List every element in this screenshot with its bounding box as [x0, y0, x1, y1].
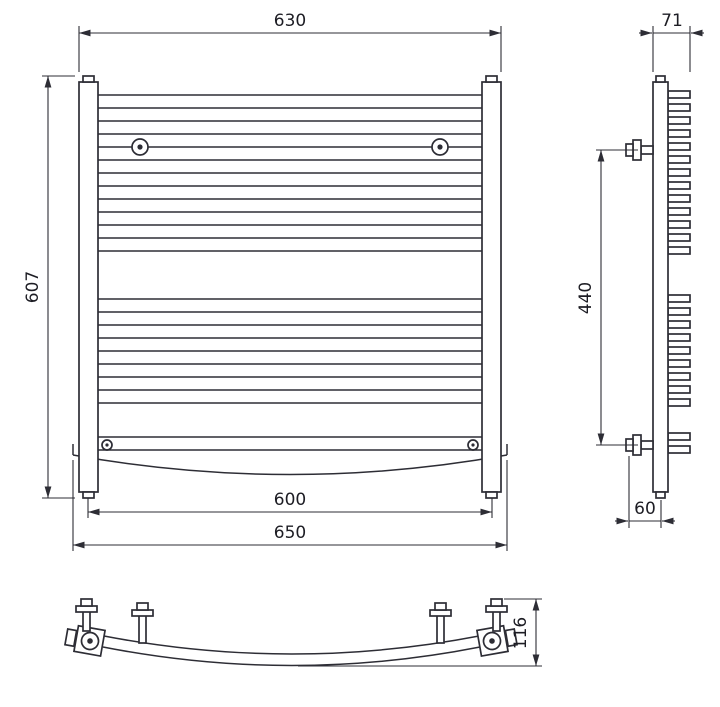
side-rail: [652, 81, 669, 493]
right-post: [481, 81, 502, 493]
stem-pipe: [138, 614, 147, 644]
tube-end-stub: [667, 207, 691, 216]
front-view: [72, 75, 508, 499]
stem-knob: [136, 602, 149, 611]
stem-cap: [131, 609, 154, 617]
tube-end-stub: [667, 372, 691, 381]
right-post-foot: [485, 491, 498, 499]
tube-end-stub: [667, 220, 691, 229]
dimension-annotations: 630 607 600 650 71 440 60: [23, 11, 704, 667]
curved-tube-inner: [103, 635, 480, 655]
tube-end-stub: [667, 103, 691, 112]
stem-knob: [434, 602, 447, 611]
mounting-bracket-left-dot: [137, 144, 143, 150]
dim-label-width-top: 630: [274, 11, 306, 31]
dim-label-width-overall: 650: [274, 523, 306, 543]
side-rail-cap: [655, 75, 666, 83]
stem-knob: [490, 598, 503, 607]
tube-end-stub: [667, 168, 691, 177]
tube-end-stub: [667, 398, 691, 407]
dim-label-bottom-offset: 60: [634, 499, 656, 519]
tube-end-stub: [667, 155, 691, 164]
tube-end-stub: [667, 445, 691, 454]
tube-end-stub: [667, 320, 691, 329]
stem-cap: [429, 609, 452, 617]
tube-end-stub: [667, 129, 691, 138]
valve-body-right: [475, 624, 519, 658]
dim-label-height: 607: [23, 271, 43, 303]
dim-label-width-inner: 600: [274, 490, 306, 510]
valve-body-left: [63, 624, 107, 658]
mounting-bracket-right-dot: [437, 144, 443, 150]
left-post-foot: [82, 491, 95, 499]
stem-pipe: [492, 610, 501, 632]
fitting-stem: [640, 440, 654, 450]
stem-knob: [80, 598, 93, 607]
tube-end-stub: [667, 194, 691, 203]
left-post: [78, 81, 99, 493]
curved-tube-outer: [102, 646, 481, 667]
stem-pipe: [436, 614, 445, 644]
valve-dot: [489, 638, 495, 644]
tube-end-stub: [667, 90, 691, 99]
stem-cap: [75, 605, 98, 613]
fitting-stem: [640, 145, 654, 155]
valve-dot: [87, 638, 93, 644]
tube-end-stub: [667, 181, 691, 190]
tube-end-stub: [667, 333, 691, 342]
bottom-shelf-arc: [72, 454, 508, 476]
tube-lines: [98, 94, 482, 451]
right-post-cap: [485, 75, 498, 83]
tube-end-stub: [667, 233, 691, 242]
shelf-holder-left-dot: [105, 443, 109, 447]
tube-end-stub: [667, 346, 691, 355]
tube-end-stub: [667, 294, 691, 303]
connector-stem-left-outer: [75, 598, 98, 632]
valve-square: [475, 624, 510, 658]
tube-end-stubs: [667, 90, 691, 454]
side-rail-foot: [655, 491, 666, 499]
tube-end-stub: [667, 116, 691, 125]
tube-end-stub: [667, 307, 691, 316]
valve-nut: [63, 627, 78, 648]
left-post-cap: [82, 75, 95, 83]
shelf-holder-right-dot: [471, 443, 475, 447]
dim-label-bracket-spacing: 440: [576, 282, 596, 314]
tube-end-stub: [667, 246, 691, 255]
connector-stem-left-inner: [131, 602, 154, 644]
tube-end-stub: [667, 142, 691, 151]
dim-label-depth: 71: [661, 11, 683, 31]
top-view: [63, 598, 519, 667]
dim-label-plan-depth: 116: [511, 617, 531, 649]
connector-stem-right-outer: [485, 598, 508, 632]
connector-stem-right-inner: [429, 602, 452, 644]
tube-end-stub: [667, 359, 691, 368]
valve-nut: [504, 627, 519, 648]
tube-end-stub: [667, 432, 691, 441]
side-view: [625, 75, 691, 499]
stem-cap: [485, 605, 508, 613]
tube-end-stub: [667, 385, 691, 394]
stem-pipe: [82, 610, 91, 632]
